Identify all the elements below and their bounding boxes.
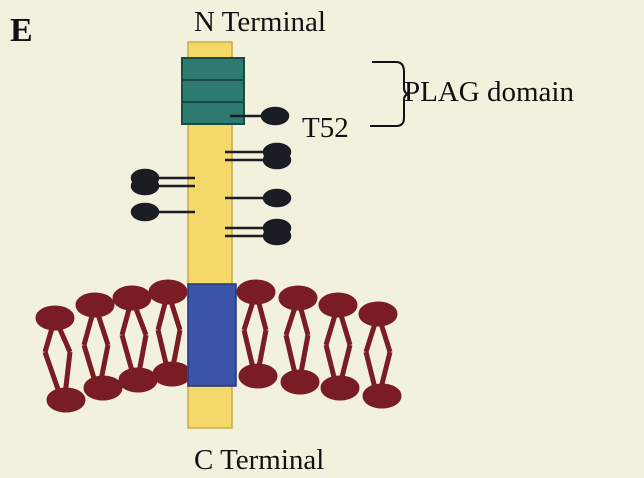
plag-domain-blocks <box>182 58 244 124</box>
glycans-left <box>132 170 195 220</box>
plag-domain-label: PLAG domain <box>404 76 574 109</box>
c-terminal-label: C Terminal <box>194 444 324 477</box>
transmembrane-domain <box>188 284 236 386</box>
t52-site-label: T52 <box>302 112 349 145</box>
glycans-right <box>225 108 290 244</box>
panel-label: E <box>10 12 33 50</box>
lipid-bilayer-left <box>38 282 189 410</box>
n-terminal-label: N Terminal <box>194 6 326 39</box>
lipid-bilayer-right <box>239 282 399 406</box>
